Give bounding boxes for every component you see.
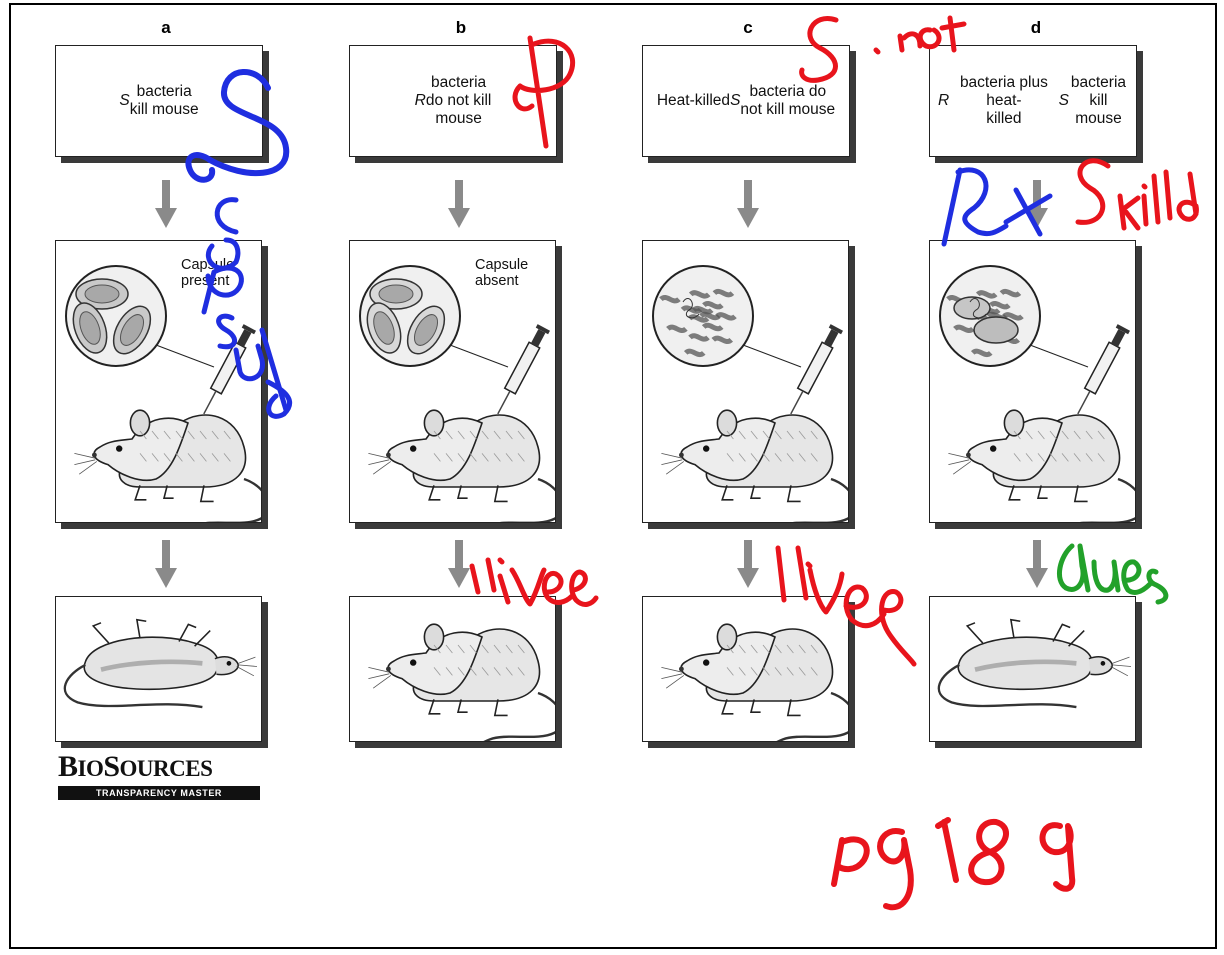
- pointer-line: [449, 344, 509, 368]
- syringe-icon: [790, 324, 843, 415]
- pointer-line: [1029, 344, 1089, 368]
- mouse-illustration: [74, 409, 261, 522]
- magnified-bacteria-view: [939, 265, 1041, 367]
- down-arrow-icon: [737, 180, 759, 228]
- result-panel-c: [642, 596, 849, 742]
- down-arrow-icon: [155, 180, 177, 228]
- down-arrow-icon: [737, 540, 759, 588]
- mouse-illustration: [368, 623, 555, 741]
- result-panel-d: [929, 596, 1136, 742]
- syringe-icon: [203, 324, 256, 415]
- down-arrow-icon: [155, 540, 177, 588]
- injection-panel-c: [642, 240, 849, 523]
- injection-panel-a: [55, 240, 262, 523]
- injection-panel-d: [929, 240, 1136, 523]
- mouse-illustration: [661, 409, 848, 522]
- down-arrow-icon: [448, 540, 470, 588]
- column-letter-a: a: [161, 18, 171, 37]
- mouse-illustration: [661, 623, 848, 741]
- column-letter-b: b: [455, 18, 467, 37]
- pointer-line: [742, 344, 802, 368]
- logo-wordmark: BIOSOURCES: [58, 750, 213, 783]
- slide-frame: [9, 3, 1217, 949]
- logo-banner: TRANSPARENCY MASTER: [58, 786, 260, 800]
- syringe-icon: [1077, 324, 1130, 415]
- dead-mouse-illustration: [63, 618, 258, 709]
- down-arrow-icon: [1026, 540, 1048, 588]
- injection-panel-b: [349, 240, 556, 523]
- magnified-bacteria-view: [652, 265, 754, 367]
- magnified-bacteria-view: [359, 265, 461, 367]
- column-letter-c: c: [743, 18, 753, 37]
- down-arrow-icon: [448, 180, 470, 228]
- down-arrow-icon: [1026, 180, 1048, 228]
- result-panel-a: [55, 596, 262, 742]
- syringe-icon: [497, 324, 550, 415]
- mouse-illustration: [368, 409, 555, 522]
- pointer-line: [155, 344, 215, 368]
- column-letter-d: d: [1030, 18, 1042, 37]
- magnified-bacteria-view: [65, 265, 167, 367]
- dead-mouse-illustration: [937, 618, 1132, 709]
- result-panel-b: [349, 596, 556, 742]
- mouse-illustration: [948, 409, 1135, 522]
- biosources-logo: BIOSOURCES TRANSPARENCY MASTER: [58, 752, 260, 800]
